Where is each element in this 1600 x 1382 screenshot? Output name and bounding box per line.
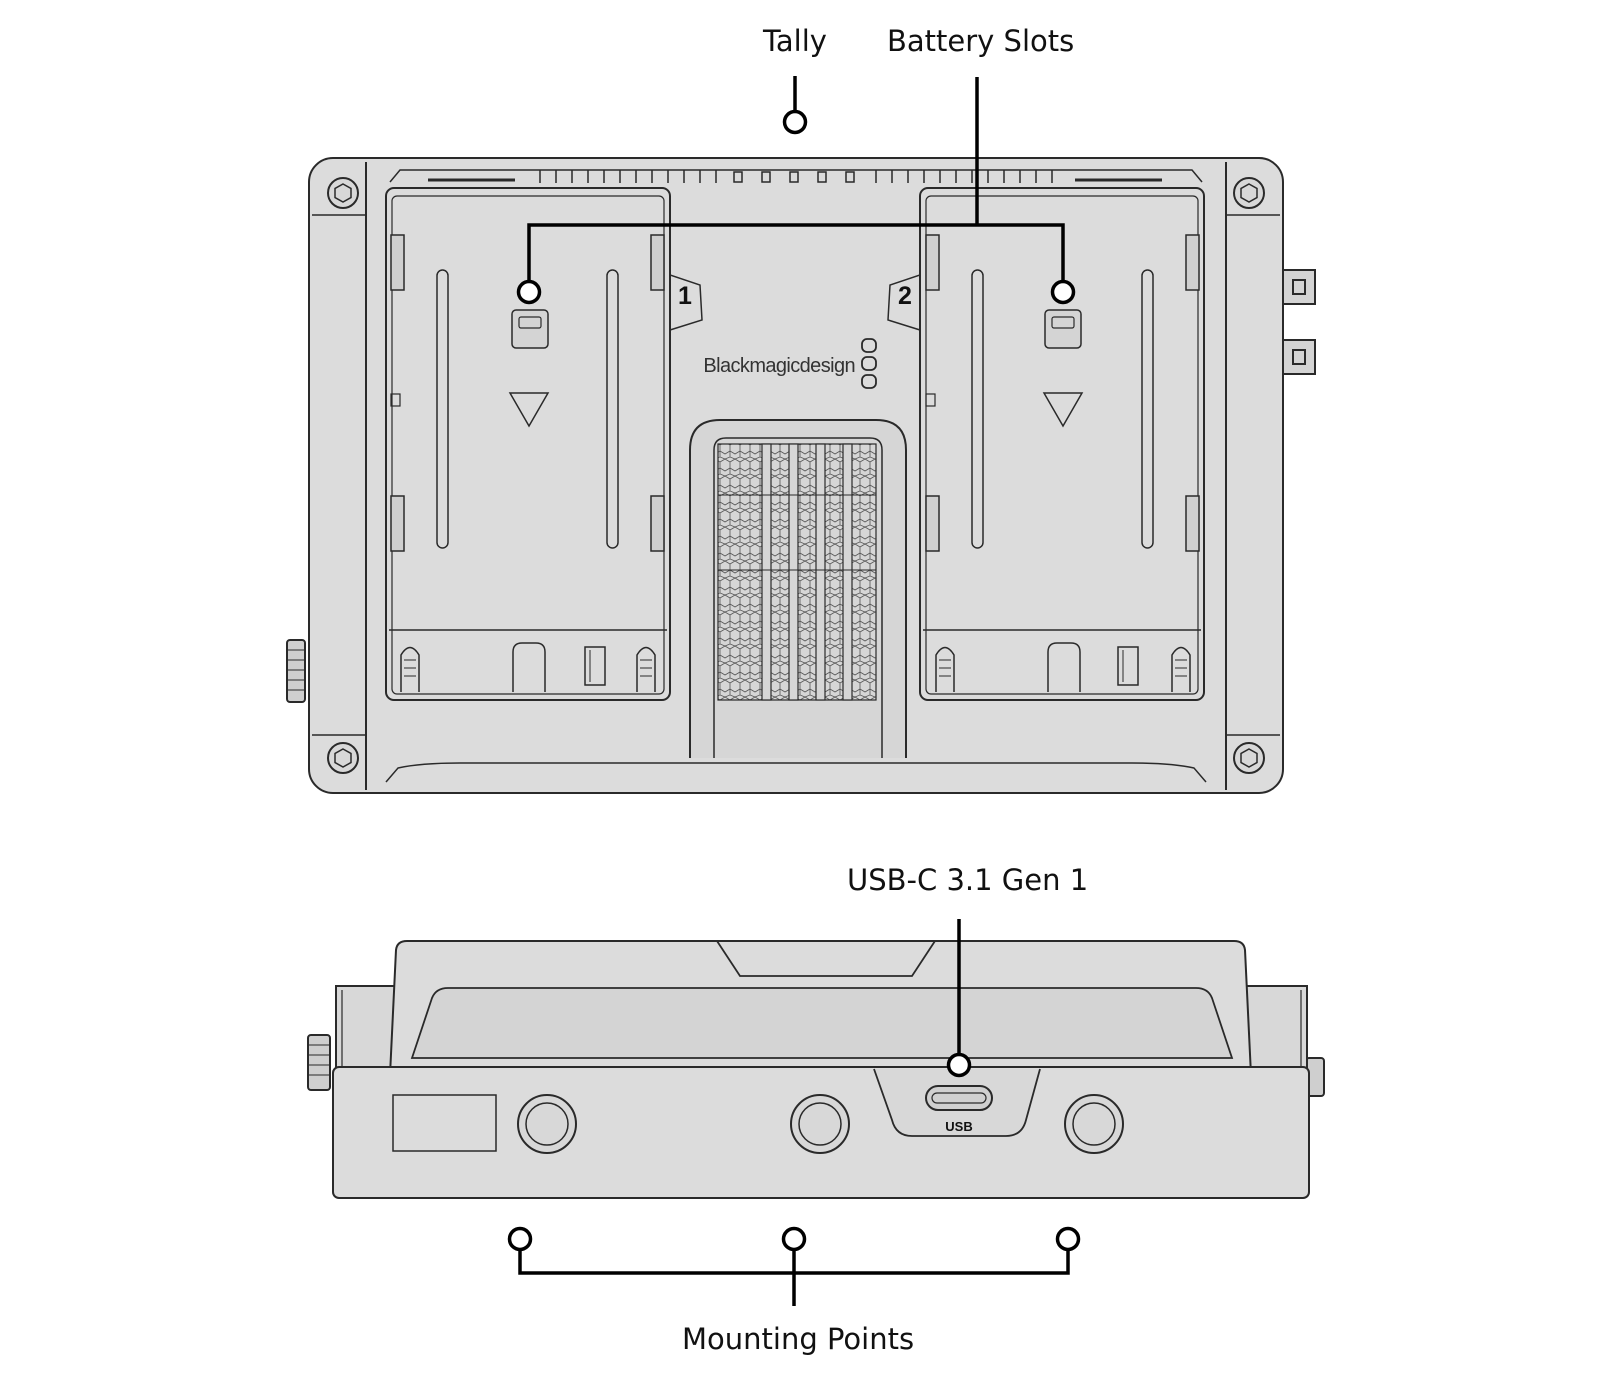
tally-label: Tally [763, 24, 827, 58]
mounting-point-3-marker [1055, 1226, 1081, 1252]
center-vent [689, 419, 907, 758]
mounting-hole-3 [1064, 1094, 1124, 1154]
screw-bottom-right [1233, 742, 1265, 774]
slot-number-2: 2 [898, 282, 912, 310]
mounting-points-bracket [518, 1250, 1070, 1306]
bnc-connector-2 [1279, 339, 1316, 375]
battery-slot-2-marker [1050, 279, 1076, 305]
slot-number-1: 1 [678, 282, 692, 310]
brand-name: Blackmagicdesign [703, 355, 855, 377]
battery-slots-bracket [527, 223, 1065, 281]
battery-slots-label: Battery Slots [887, 24, 1075, 58]
mounting-hole-1 [517, 1094, 577, 1154]
usb-marker [946, 1052, 972, 1078]
usb-c-port[interactable] [925, 1085, 993, 1111]
side-connector-left [286, 639, 306, 703]
monitor-back-view [286, 157, 1316, 794]
tally-marker [782, 109, 808, 135]
battery-slot-1 [385, 187, 671, 701]
usb-port-label: USB [945, 1119, 972, 1134]
battery-latch-1[interactable] [511, 309, 549, 349]
callout-lines [507, 76, 1081, 1306]
brand-logo [861, 338, 877, 389]
bottom-connector-left [307, 1034, 331, 1091]
insert-arrow-1 [508, 392, 550, 428]
screw-top-right [1233, 177, 1265, 209]
top-vent-strip [389, 169, 1203, 183]
battery-slot-1-marker [516, 279, 542, 305]
mounting-hole-2 [790, 1094, 850, 1154]
monitor-bottom-view [307, 940, 1325, 1199]
mounting-point-2-marker [781, 1226, 807, 1252]
screw-bottom-left [327, 742, 359, 774]
usb-c-label: USB-C 3.1 Gen 1 [847, 863, 1089, 897]
bnc-connector-1 [1279, 269, 1316, 305]
label-plate [392, 1094, 497, 1152]
mounting-point-1-marker [507, 1226, 533, 1252]
insert-arrow-2 [1042, 392, 1084, 428]
battery-latch-2[interactable] [1044, 309, 1082, 349]
battery-slot-2 [919, 187, 1205, 701]
mounting-points-label: Mounting Points [682, 1322, 915, 1356]
screw-top-left [327, 177, 359, 209]
